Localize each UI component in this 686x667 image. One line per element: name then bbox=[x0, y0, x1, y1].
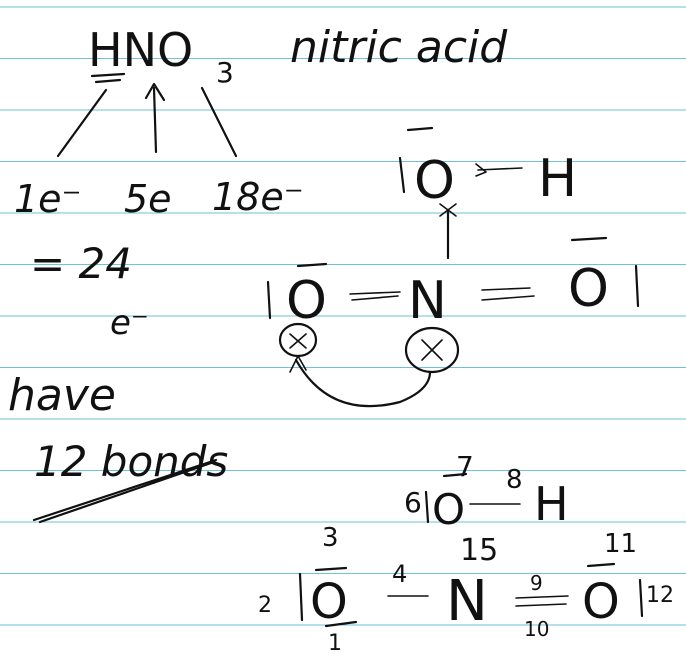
note-underline bbox=[32, 458, 218, 524]
electron-count-o3: 18e⁻ bbox=[212, 175, 304, 219]
formula-text: HNO bbox=[88, 23, 193, 77]
note-line2: 12 bonds bbox=[34, 437, 228, 486]
num-4: 4 bbox=[392, 560, 407, 588]
num-6: 6 bbox=[404, 486, 422, 519]
formula-subscript: 3 bbox=[216, 56, 234, 89]
num-2: 2 bbox=[258, 593, 272, 618]
num-8: 8 bbox=[506, 465, 523, 495]
num-12: 12 bbox=[646, 583, 674, 608]
numbered-o-top: O bbox=[432, 485, 465, 534]
num-7: 7 bbox=[456, 450, 474, 483]
numbered-h: H bbox=[534, 477, 569, 531]
sketch-n: N bbox=[408, 271, 447, 331]
electron-count-n: 5e bbox=[124, 177, 172, 221]
numbered-n: N bbox=[446, 569, 488, 634]
num-9: 9 bbox=[530, 571, 543, 595]
title-name: nitric acid bbox=[290, 22, 508, 73]
numbered-o-left: O bbox=[310, 574, 348, 630]
num-11: 11 bbox=[604, 529, 637, 559]
h-underline bbox=[90, 72, 126, 84]
formula-arrows bbox=[56, 82, 238, 158]
sketch-o-left: O bbox=[286, 271, 327, 331]
electron-total-unit: e⁻ bbox=[110, 303, 149, 343]
lewis-structure-sketch: O H O N O bbox=[266, 126, 640, 408]
electron-total: = 24 bbox=[30, 239, 132, 288]
num-3: 3 bbox=[322, 523, 339, 553]
num-10: 10 bbox=[524, 617, 549, 641]
lewis-structure-numbered: 7 6 O 8 H 15 3 2 O 1 4 N 9 10 11 bbox=[258, 450, 674, 656]
note-line1: have bbox=[8, 370, 116, 421]
sketch-o-right: O bbox=[568, 259, 609, 319]
numbered-o-right: O bbox=[582, 574, 620, 630]
num-15: 15 bbox=[460, 533, 498, 568]
title-formula: HNO 3 bbox=[88, 23, 234, 89]
sketch-h: H bbox=[538, 149, 577, 209]
num-1: 1 bbox=[328, 631, 342, 656]
sketch-o-top: O bbox=[414, 151, 455, 211]
num-1-of-15: 1 bbox=[460, 533, 479, 568]
electron-count-h: 1e⁻ bbox=[14, 177, 82, 221]
num-5-of-15: 5 bbox=[479, 533, 498, 568]
